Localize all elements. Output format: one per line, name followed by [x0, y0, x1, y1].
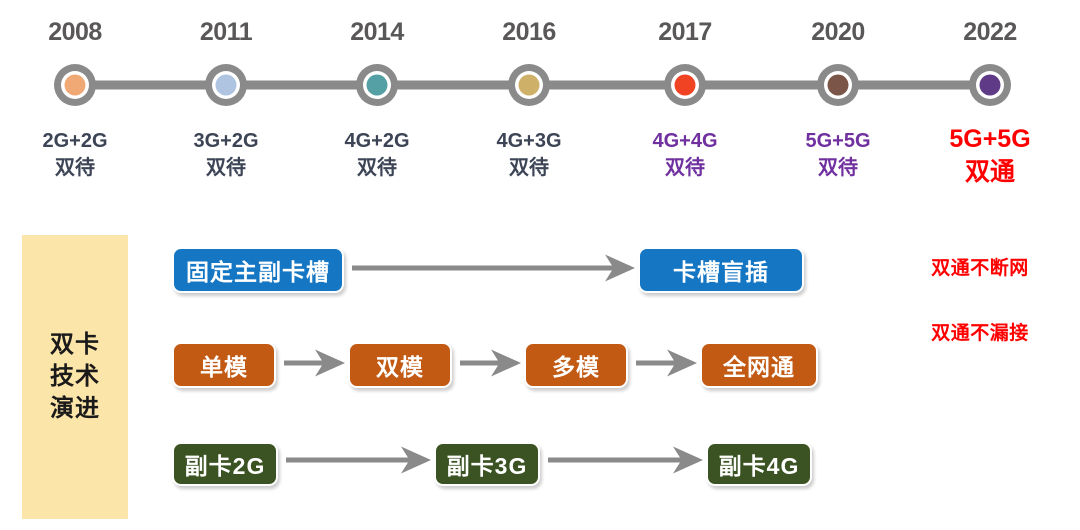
tech-label-line2: 双待 [509, 157, 549, 179]
flow-node[interactable]: 副卡3G [434, 442, 540, 486]
flow-node-label: 双模 [376, 354, 424, 380]
timeline-milestone-2008[interactable] [54, 64, 96, 106]
timeline-tech-label-2022: 5G+5G 双通 [915, 123, 1065, 188]
timeline-year-2020: 2020 [811, 18, 865, 46]
flow-node[interactable]: 双模 [348, 342, 452, 388]
timeline-milestone-2020[interactable] [817, 64, 859, 106]
timeline-tech-label-2008: 2G+2G 双待 [0, 128, 150, 182]
tech-label-line2: 双待 [818, 157, 858, 179]
tech-label-line1: 5G+5G [805, 130, 871, 152]
tech-label-line1: 3G+2G [193, 130, 259, 152]
flow-node-label: 副卡4G [718, 453, 800, 479]
timeline-year-2014: 2014 [350, 18, 404, 46]
timeline-tech-label-2017: 4G+4G 双待 [610, 128, 760, 182]
milestone-dot [979, 74, 1001, 96]
callout-text-1: 双通不漏接 [931, 323, 1029, 344]
flow-node[interactable]: 副卡4G [706, 442, 812, 486]
milestone-dot [64, 74, 86, 96]
tech-label-line2: 双待 [665, 157, 705, 179]
timeline-tech-label-2011: 3G+2G 双待 [151, 128, 301, 182]
timeline-tech-label-2014: 4G+2G 双待 [302, 128, 452, 182]
milestone-dot [366, 74, 388, 96]
tech-label-line2: 双待 [55, 157, 95, 179]
side-panel-line-0: 双卡 [50, 331, 100, 359]
tech-label-line2: 双通 [964, 157, 1015, 186]
milestone-dot [827, 74, 849, 96]
tech-label-line1: 4G+3G [496, 130, 562, 152]
flow-node-label: 固定主副卡槽 [186, 259, 330, 285]
tech-label-line2: 双待 [357, 157, 397, 179]
side-panel-line-1: 技术 [50, 363, 100, 391]
side-panel-line-2: 演进 [50, 394, 100, 422]
flow-node-label: 单模 [200, 354, 248, 380]
flow-node[interactable]: 多模 [524, 342, 628, 388]
flow-node-label: 卡槽盲插 [673, 259, 769, 285]
milestone-dot [518, 74, 540, 96]
timeline-milestone-2014[interactable] [356, 64, 398, 106]
milestone-dot [674, 74, 696, 96]
timeline-year-2022: 2022 [963, 18, 1017, 46]
flow-arrows-sim-slot [352, 254, 636, 282]
flow-node-label: 全网通 [723, 354, 795, 380]
tech-label-line1: 4G+4G [652, 130, 718, 152]
flow-node[interactable]: 全网通 [700, 342, 818, 388]
flow-node[interactable]: 单模 [172, 342, 276, 388]
milestone-dot [215, 74, 237, 96]
timeline-milestone-2016[interactable] [508, 64, 550, 106]
timeline-milestone-2011[interactable] [205, 64, 247, 106]
side-panel-label: 双卡技术演进 [50, 329, 100, 424]
flow-node[interactable]: 副卡2G [172, 442, 278, 486]
timeline-milestone-2022[interactable] [969, 64, 1011, 106]
timeline-milestone-2017[interactable] [664, 64, 706, 106]
tech-label-line1: 5G+5G [949, 125, 1031, 153]
timeline-track [54, 64, 1011, 106]
flow-node-label: 多模 [552, 354, 600, 380]
timeline-year-2016: 2016 [502, 18, 556, 46]
tech-label-line1: 4G+2G [344, 130, 410, 152]
timeline-year-2017: 2017 [658, 18, 712, 46]
timeline-tech-label-2020: 5G+5G 双待 [763, 128, 913, 182]
tech-label-line2: 双待 [206, 157, 246, 179]
flow-node[interactable]: 卡槽盲插 [638, 247, 804, 293]
timeline-tech-label-2016: 4G+3G 双待 [454, 128, 604, 182]
timeline-year-2008: 2008 [48, 18, 102, 46]
flow-arrows-secondary-card [286, 446, 704, 474]
flow-arrows-modem-mode [284, 349, 698, 377]
side-panel-dual-sim-evolution: 双卡技术演进 [22, 235, 128, 519]
callout-text-0: 双通不断网 [931, 258, 1029, 279]
flow-node-label: 副卡3G [446, 453, 528, 479]
flow-node[interactable]: 固定主副卡槽 [172, 247, 344, 293]
tech-label-line1: 2G+2G [42, 130, 108, 152]
flow-node-label: 副卡2G [184, 453, 266, 479]
timeline-year-2011: 2011 [199, 18, 253, 46]
